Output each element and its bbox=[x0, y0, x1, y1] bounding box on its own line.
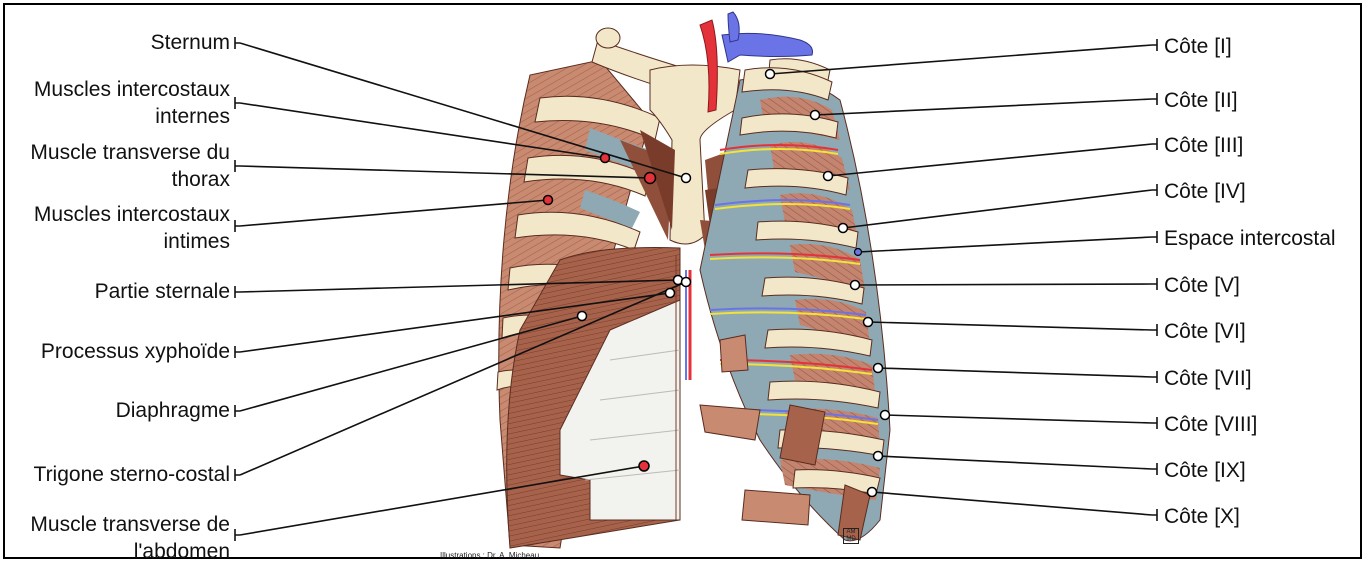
label-rib-1: Côte [I] bbox=[1164, 34, 1232, 60]
label-rib-7: Côte [VII] bbox=[1164, 366, 1252, 392]
label-transverse-abdomen-line2: l'abdomen bbox=[134, 539, 230, 565]
label-xiphoid-process: Processus xyphoïde bbox=[41, 339, 230, 365]
label-rib-8: Côte [VIII] bbox=[1164, 412, 1257, 438]
label-sternal-part: Partie sternale bbox=[95, 279, 230, 305]
label-sternum: Sternum bbox=[151, 30, 230, 56]
label-rib-3: Côte [III] bbox=[1164, 133, 1243, 159]
label-intercostal-innermost-line1: Muscles intercostaux bbox=[34, 202, 230, 228]
label-transverse-abdomen-line1: Muscle transverse de bbox=[30, 512, 230, 538]
label-intercostal-space: Espace intercostal bbox=[1164, 226, 1336, 252]
label-rib-5: Côte [V] bbox=[1164, 273, 1240, 299]
label-intercostal-internal-line1: Muscles intercostaux bbox=[34, 77, 230, 103]
label-rib-9: Côte [IX] bbox=[1164, 458, 1246, 484]
label-sternocostal-triangle: Trigone sterno-costal bbox=[34, 462, 230, 488]
author-logo: AM MD bbox=[843, 528, 859, 544]
label-intercostal-innermost-line2: intimes bbox=[163, 229, 230, 255]
label-transverse-thorax-line2: thorax bbox=[172, 167, 230, 193]
label-intercostal-internal-line2: internes bbox=[155, 104, 230, 130]
label-rib-2: Côte [II] bbox=[1164, 88, 1238, 114]
illustration-credit: Illustrations : Dr. A. Micheau bbox=[440, 551, 539, 560]
label-rib-6: Côte [VI] bbox=[1164, 319, 1246, 345]
right-chest-wall bbox=[700, 68, 890, 541]
label-rib-4: Côte [IV] bbox=[1164, 179, 1246, 205]
label-rib-10: Côte [X] bbox=[1164, 504, 1240, 530]
label-diaphragm: Diaphragme bbox=[116, 398, 230, 424]
label-transverse-thorax-line1: Muscle transverse du bbox=[30, 140, 230, 166]
